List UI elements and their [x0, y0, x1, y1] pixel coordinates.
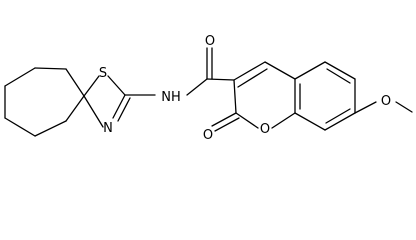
- bond-set: [4, 47, 413, 137]
- bond: [233, 79, 237, 114]
- bond: [65, 68, 85, 97]
- bond: [117, 97, 131, 122]
- bond: [325, 108, 351, 124]
- atom-label-amide-nh: NH: [161, 90, 181, 105]
- atom-label-methoxy-o: O: [381, 94, 391, 109]
- bond: [4, 117, 36, 137]
- bond: [214, 117, 240, 132]
- bond: [83, 75, 100, 97]
- bond: [206, 78, 235, 81]
- atom-label-thiazole-n: N: [103, 121, 113, 136]
- bond: [107, 75, 126, 96]
- bond: [294, 61, 326, 80]
- bond: [112, 94, 126, 119]
- bond: [233, 61, 266, 81]
- bond: [237, 68, 268, 88]
- atom-labels: S N NH O O O O: [99, 34, 391, 143]
- bond: [264, 61, 296, 80]
- bond: [34, 67, 67, 70]
- atom-label-thiazole-s: S: [99, 66, 107, 81]
- bond: [326, 68, 351, 84]
- atom-label-carbonyl-o: O: [203, 128, 213, 143]
- bond: [324, 112, 356, 131]
- structure-drawing: S N NH O O O O: [4, 34, 413, 143]
- bond: [235, 112, 259, 129]
- bond: [211, 112, 237, 127]
- bond: [324, 61, 356, 80]
- bond: [271, 112, 296, 129]
- bond: [83, 95, 104, 128]
- bond: [354, 101, 377, 114]
- molecule-canvas: S N NH O O O O: [4, 34, 413, 143]
- atom-label-amide-o: O: [205, 34, 215, 49]
- atom-label-lactone-o: O: [260, 122, 270, 137]
- bond: [65, 95, 85, 122]
- bond: [34, 120, 67, 137]
- bond: [186, 78, 208, 96]
- bond: [4, 67, 36, 87]
- bond: [395, 101, 413, 113]
- bond: [294, 112, 326, 131]
